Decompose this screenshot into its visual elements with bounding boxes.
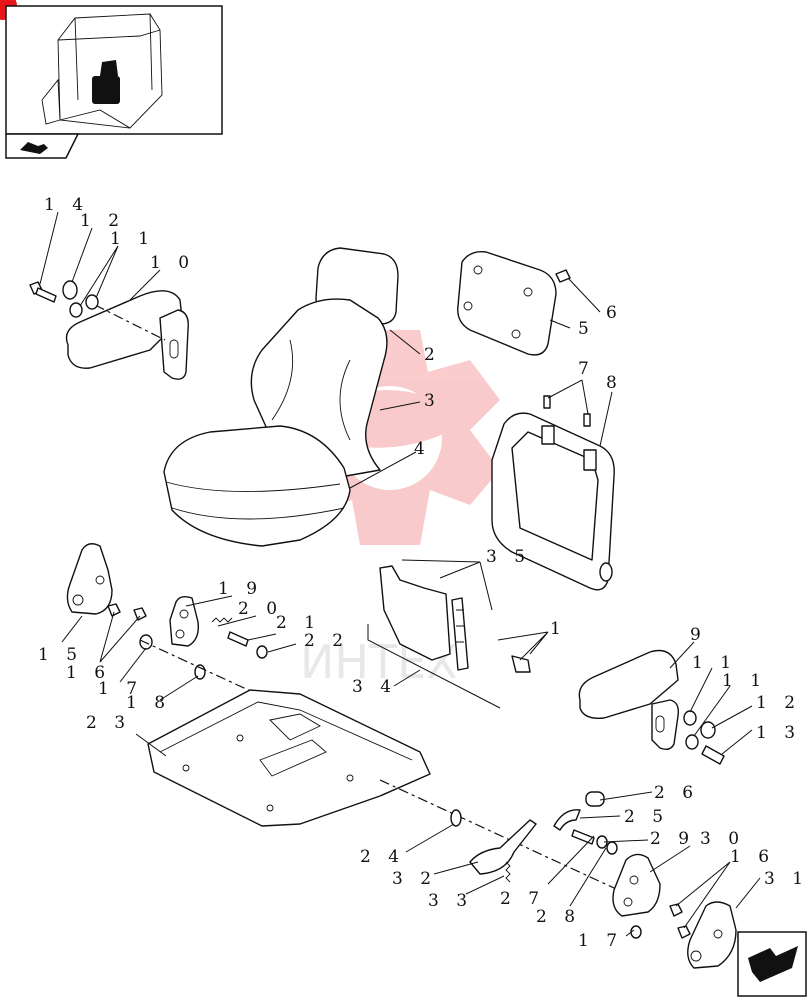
nut-30 [606,841,618,855]
callout-28: 2 8 [536,907,581,927]
callout-16: 1 6 [66,663,111,683]
callout-12: 1 2 [80,211,125,231]
armrest-bolt [29,281,57,303]
callout-2: 2 [424,345,441,365]
bushing-17b [630,925,642,939]
callout-16b: 1 6 [730,847,775,867]
callout-12b: 1 2 [756,693,801,713]
bushing-17 [139,634,153,650]
callout-18: 1 8 [126,693,171,713]
callout-11b: 1 1 [692,653,737,673]
leader-lines [39,211,761,937]
spring-20 [211,617,233,623]
bolt-16b [133,607,147,621]
cap-26 [585,791,605,807]
callout-13: 1 3 [756,723,801,743]
callout-4: 4 [414,439,431,459]
back-panel [457,251,557,356]
bolt-16c [669,903,683,917]
callout-20: 2 0 [238,599,283,619]
callout-29: 2 9 [650,829,695,849]
callout-3: 3 [424,391,441,411]
adjust-bracket [379,565,531,673]
callout-11: 1 1 [110,229,155,249]
callout-19: 1 9 [218,579,263,599]
axis-line-left [139,639,271,701]
callout-15: 1 5 [38,645,83,665]
spacer-12 [62,280,78,300]
callout-17b: 1 7 [578,931,623,951]
screw-6 [555,269,571,283]
cab-sketch [41,13,163,129]
washer-11a [69,294,99,318]
washer-11c [685,734,699,750]
spacer-12b [700,721,716,739]
lever-32 [469,819,537,875]
callout-32: 3 2 [392,869,437,889]
callout-labels: 1 4 1 2 1 1 1 0 2 3 4 6 5 7 8 3 5 1 1 9 … [38,195,809,951]
callout-22: 2 2 [304,631,349,651]
pin-28 [571,829,595,845]
side-plate-27 [612,853,661,917]
callout-23: 2 3 [86,713,131,733]
callout-1: 1 [550,619,567,639]
spring-33 [505,861,511,883]
side-plate-15 [66,543,113,615]
axis-line-right [379,779,641,901]
bolt-13 [701,745,725,765]
callout-27: 2 7 [500,889,545,909]
callout-9: 9 [690,625,707,645]
callout-10: 1 0 [150,253,195,273]
callout-21: 2 1 [276,613,321,633]
nut-22 [256,645,268,659]
seat-base-23 [147,689,431,827]
bolt-16a [107,603,121,617]
callout-33: 3 3 [428,891,473,911]
side-cover-31 [687,901,737,969]
callout-34: 3 4 [352,677,397,697]
left-armrest [65,290,189,380]
cam-25 [553,809,581,831]
callout-25: 2 5 [624,807,669,827]
washer-11b [683,710,697,726]
callout-7: 7 [578,359,595,379]
callout-5: 5 [578,319,595,339]
callout-26: 2 6 [654,783,699,803]
callout-31: 3 1 [764,869,809,889]
callout-30: 3 0 [700,829,745,849]
callout-11c: 1 1 [722,671,767,691]
callout-24: 2 4 [360,847,405,867]
bolt-16d [677,925,691,939]
bushing-24 [450,809,462,827]
seat-highlight [92,76,120,104]
callout-8: 8 [606,373,623,393]
callout-14: 1 4 [44,195,89,215]
seat-cushion [163,425,351,547]
bolt-7a [543,395,551,409]
next-page-arrow-icon[interactable] [737,931,807,997]
side-plate-19 [169,595,199,647]
callout-35: 3 5 [486,547,531,567]
thumbnail-view [5,5,223,159]
backrest-frame [491,412,615,591]
bolt-21 [227,631,249,647]
right-armrest [578,649,680,751]
callout-6: 6 [606,303,623,323]
bolt-7b [583,413,591,427]
callout-17: 1 7 [98,679,143,699]
book-icon [20,142,48,154]
